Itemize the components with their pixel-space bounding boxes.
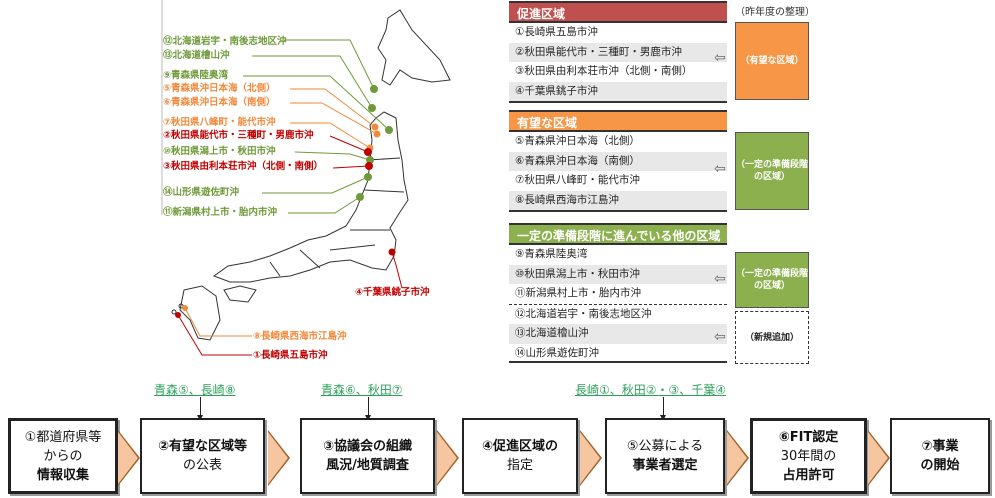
step-4: ④促進区域の 指定 <box>462 418 578 494</box>
flow-note-1: 青森⑤、長崎⑧ <box>154 383 236 397</box>
step-text: からの <box>43 448 83 464</box>
map-label-14: ⑭山形県遊佐町沖 <box>163 187 240 198</box>
map-label-2: ②秋田県能代市・三種町・男鹿市沖 <box>163 130 314 141</box>
panel-title: 一定の準備段階に進んでいる他の区域 <box>509 223 727 245</box>
arrow-left-icon: ⇦ <box>714 161 726 177</box>
list-item: ①長崎県五島市沖 <box>515 26 598 38</box>
list-item: ⑪新潟県村上市・胎内市沖 <box>515 287 641 299</box>
japan-outline <box>161 0 451 356</box>
step-2: ②有望な区域等 の公表 <box>140 418 265 494</box>
step-text: ④促進区域の <box>481 439 558 454</box>
map-label-4: ④千葉県銚子市沖 <box>355 287 430 298</box>
chevron-fill <box>118 432 138 484</box>
map-label-11: ⑪新潟県村上市・胎内市沖 <box>163 207 278 218</box>
prepared-area-panel: 一定の準備段階に進んでいる他の区域 ⑨青森県陸奥湾 ⑩秋田県潟上市・秋田市沖 ⑪… <box>509 223 727 363</box>
list-item: ⑬北海道檜山沖 <box>509 324 727 344</box>
step-text: ②有望な区域等 <box>157 439 247 454</box>
step-1: ①都道府県等 からの 情報収集 <box>8 418 118 494</box>
step-text: ①都道府県等 <box>24 429 102 445</box>
chevron-fill <box>580 432 600 484</box>
step-text: ③協議会の組織 <box>322 439 412 454</box>
map-label-3: ③秋田県由利本荘市沖（北側・南側） <box>163 161 324 172</box>
arrow-left-icon: ⇦ <box>714 329 726 345</box>
side-box-promising: （有望な区域） <box>735 22 809 100</box>
panel-title: 有望な区域 <box>509 110 727 132</box>
step-text: の開始 <box>920 458 960 473</box>
side-box-prepared: （一定の準備段階の区域） <box>735 132 809 210</box>
map-label-13: ⑬北海道檜山沖 <box>163 50 230 61</box>
list-item: ②秋田県能代市・三種町・男鹿市沖 <box>509 42 727 62</box>
step-text: 占用許可 <box>782 467 835 483</box>
step-text: 情報収集 <box>36 467 89 483</box>
list-item: ⑦秋田県八峰町・能代市沖 <box>515 174 640 186</box>
list-item: ⑤青森県沖日本海（北側） <box>515 135 640 147</box>
step-6: ⑥FIT認定 30年間の 占用許可 <box>750 418 867 494</box>
list-item: ④千葉県銚子市沖 <box>509 81 727 101</box>
chevron-fill <box>268 432 288 484</box>
map-label-10: ⑩秋田県潟上市・秋田市沖 <box>163 146 276 157</box>
arrow-left-icon: ⇦ <box>714 271 726 287</box>
map-label-5: ⑤青森県沖日本海（北側） <box>163 83 276 94</box>
step-text: の公表 <box>182 458 222 473</box>
panel-title: 促進区域 <box>509 1 727 23</box>
step-text: ⑤公募による <box>626 439 704 454</box>
map-label-6: ⑥青森県沖日本海（南側） <box>163 97 276 108</box>
step-text: 指定 <box>506 458 533 473</box>
step-text: 風況/地質調査 <box>326 458 409 473</box>
step-5: ⑤公募による 事業者選定 <box>605 418 725 494</box>
list-item: ⑧長崎県西海市江島沖 <box>509 190 727 210</box>
list-item: ⑨青森県陸奥湾 <box>515 248 588 260</box>
step-text: ⑦事業 <box>921 439 959 454</box>
list-item: ⑭山形県遊佐町沖 <box>509 343 727 363</box>
step-7: ⑦事業 の開始 <box>890 418 990 494</box>
step-text: ⑥FIT認定 <box>778 429 839 445</box>
chevron-fill <box>437 432 457 484</box>
list-item: ⑩秋田県潟上市・秋田市沖 <box>509 264 727 284</box>
step-text: 30年間の <box>780 448 837 464</box>
map-label-8: ⑧長崎県西海市江島沖 <box>253 331 347 342</box>
list-item: ⑥青森県沖日本海（南側） <box>509 151 727 171</box>
arrow-down-icon <box>365 397 371 421</box>
list-item: ③秋田県由利本荘市沖（北側・南側） <box>515 65 693 77</box>
arrow-down-icon <box>197 397 203 421</box>
side-box-new: （新規追加） <box>735 311 809 364</box>
map-label-1: ①長崎県五島市沖 <box>253 350 328 361</box>
promotion-area-panel: 促進区域 ①長崎県五島市沖 ②秋田県能代市・三種町・男鹿市沖 ③秋田県由利本荘市… <box>509 1 727 103</box>
step-text: 事業者選定 <box>632 458 698 473</box>
map-label-7: ⑦秋田県八峰町・能代市沖 <box>163 117 276 128</box>
side-box-prepared-2: （一定の準備段階の区域） <box>735 252 809 308</box>
arrow-left-icon: ⇦ <box>714 50 726 66</box>
chevron-fill <box>727 432 747 484</box>
step-3: ③協議会の組織 風況/地質調査 <box>300 418 435 494</box>
promising-area-panel: 有望な区域 ⑤青森県沖日本海（北側） ⑥青森県沖日本海（南側） ⑦秋田県八峰町・… <box>509 110 727 212</box>
list-item: ⑫北海道岩宇・南後志地区沖 <box>509 304 727 324</box>
flow-note-2: 青森⑥、秋田⑦ <box>321 383 403 397</box>
last-year-note: （昨年度の整理） <box>735 7 815 18</box>
flow-note-3: 長崎①、秋田②・③、千葉④ <box>575 383 727 397</box>
map-label-9: ⑨青森県陸奥湾 <box>163 70 229 81</box>
arrow-down-icon <box>660 397 666 421</box>
chevron-fill <box>868 432 888 484</box>
map-label-12: ⑫北海道岩宇・南後志地区沖 <box>163 36 287 47</box>
japan-map <box>150 0 510 375</box>
